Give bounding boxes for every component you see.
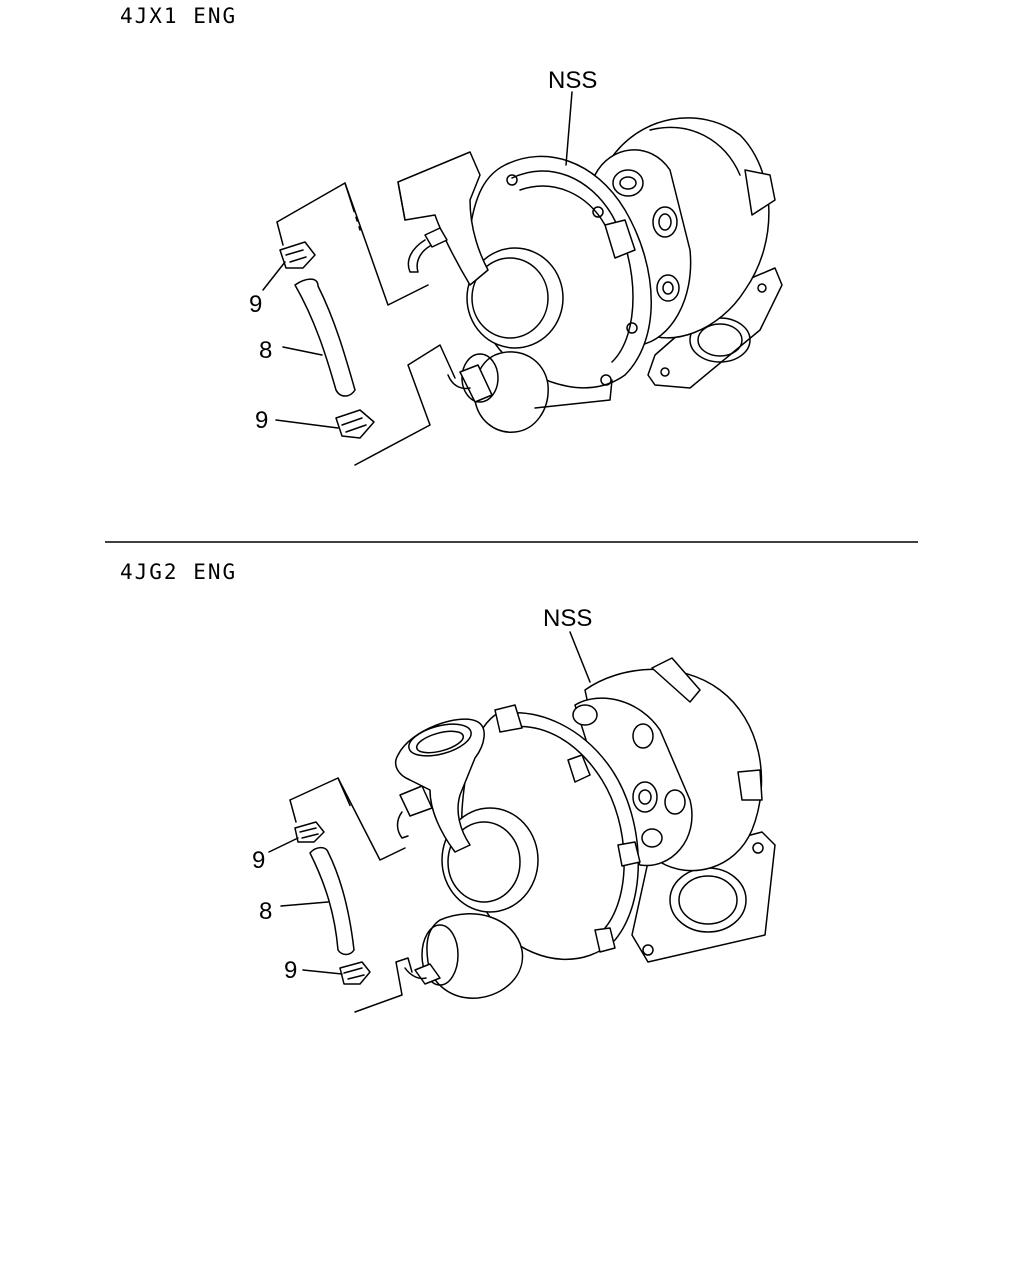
clamp-top-4jx1 [279, 241, 316, 269]
turbocharger-4jg2 [394, 657, 776, 999]
hose-4jg2 [309, 846, 355, 956]
callout-clamp-top-4jx1: 9 [249, 291, 262, 318]
turbocharger-4jx1 [397, 117, 783, 433]
callout-clamp-top-4jg2: 9 [252, 847, 265, 874]
callout-nss-4jx1: NSS [548, 67, 597, 94]
clamp-bottom-4jg2 [339, 961, 371, 985]
callout-hose-4jg2: 8 [259, 898, 272, 925]
hose-routing-bracket-top-4jx1 [276, 182, 429, 306]
clamp-top-4jg2 [294, 821, 325, 843]
section-title-4jx1: 4JX1 ENG [120, 4, 238, 28]
hose-routing-bracket-bottom-4jx1 [354, 344, 456, 466]
compressor-inlet-4jg2 [441, 807, 539, 913]
compressor-outlet-4jg2 [394, 718, 485, 853]
callout-nss-4jg2: NSS [543, 605, 592, 632]
hose-routing-bracket-bottom-4jg2 [354, 957, 413, 1013]
wastegate-actuator-4jg2 [426, 913, 524, 999]
section-title-4jg2: 4JG2 ENG [120, 560, 238, 584]
callout-hose-4jx1: 8 [259, 337, 272, 364]
hose-4jx1 [294, 278, 356, 397]
clamp-bottom-4jx1 [335, 409, 375, 439]
callout-clamp-bottom-4jx1: 9 [255, 407, 268, 434]
compressor-outlet-4jx1 [397, 151, 489, 286]
callout-clamp-bottom-4jg2: 9 [284, 957, 297, 984]
hose-routing-bracket-top-4jg2 [289, 777, 406, 861]
